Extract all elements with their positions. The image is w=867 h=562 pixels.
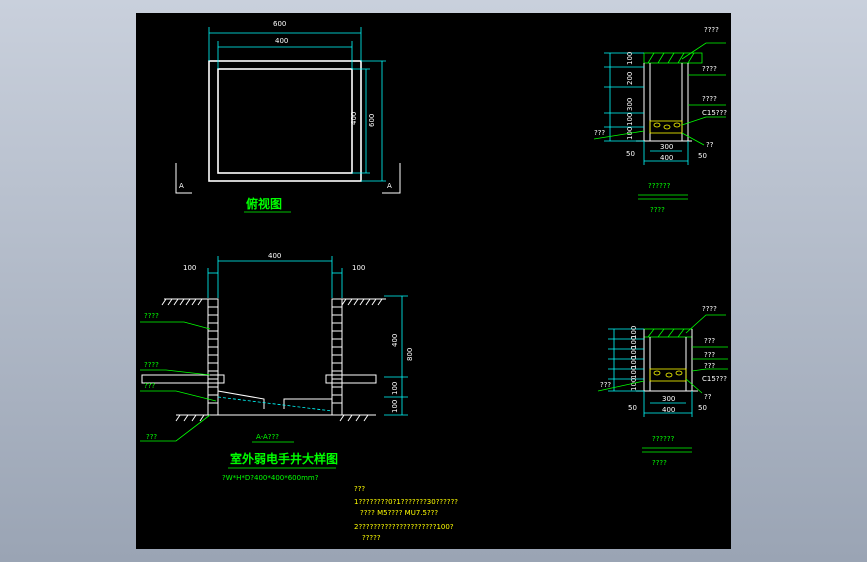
section-marker-right: [382, 163, 401, 194]
detail-bottom-subtitle: ????: [652, 459, 667, 467]
detail-top-label-3: ????: [702, 95, 717, 103]
detail-top-cap: [643, 52, 703, 64]
section-dim-right: 100: [352, 264, 365, 272]
detail-bottom-dim-outer: 400: [662, 406, 675, 414]
detail-bottom-dim-1: 100: [630, 326, 638, 339]
detail-top-dim-left: 50: [626, 150, 635, 158]
plan-dim-inner: 400: [275, 37, 288, 45]
detail-bottom-left-label: ???: [600, 381, 611, 389]
detail-bottom-title: ??????: [652, 435, 675, 443]
detail-top: 100 200 300 100 100 ???? ???? ???? C15??…: [593, 26, 727, 214]
plan-inner-wall: [217, 68, 353, 174]
detail-top-dim-4: 100: [626, 113, 634, 126]
notes-line-4: ?????: [362, 534, 381, 542]
section-dim-total: 800: [406, 348, 414, 361]
plan-view: 600 400 400 600 A A 俯视图: [175, 20, 401, 213]
detail-top-dim-2: 200: [626, 72, 634, 85]
section-dim-left: 100: [183, 264, 196, 272]
section-dim-lower-b: 100: [391, 400, 399, 413]
plan-dim-side-inner: 400: [350, 112, 358, 125]
detail-top-gravel: [649, 120, 683, 134]
detail-bottom-dim-5: 100: [630, 366, 638, 379]
cad-drawing: 600 400 400 600 A A 俯视图 400 100 100: [140, 20, 728, 542]
detail-top-label-5: ??: [706, 141, 714, 149]
detail-bottom: 100 100 100 100 100 100 ???? ??? ??? ???…: [597, 305, 728, 467]
section-label-3: ???: [144, 382, 155, 390]
detail-top-subtitle: ????: [650, 206, 665, 214]
section-subtitle: ?W*H*D?400*400*600mm?: [222, 474, 319, 482]
detail-bottom-dim-2: 100: [630, 336, 638, 349]
detail-top-dim-inner: 300: [660, 143, 673, 151]
section-label-1: ????: [144, 312, 159, 320]
detail-top-dim-1: 100: [626, 52, 634, 65]
detail-bottom-dim-left: 50: [628, 404, 637, 412]
section-label-4: ???: [146, 433, 157, 441]
detail-top-dim-right: 50: [698, 152, 707, 160]
detail-bottom-label-4: ???: [704, 362, 715, 370]
detail-top-label-1: ????: [704, 26, 719, 34]
detail-bottom-dim-right: 50: [698, 404, 707, 412]
detail-bottom-dim-4: 100: [630, 356, 638, 369]
plan-outer-wall: [208, 60, 362, 182]
notes-block: ??? 1????????0?1???????30?????? ???? M5?…: [354, 485, 458, 542]
section-caption: A-A???: [256, 433, 279, 441]
detail-bottom-dim-inner: 300: [662, 395, 675, 403]
detail-bottom-gravel: [649, 368, 687, 382]
section-mark-left: A: [179, 182, 184, 190]
detail-bottom-label-6: ??: [704, 393, 712, 401]
detail-top-title: ??????: [648, 182, 671, 190]
detail-top-dim-outer: 400: [660, 154, 673, 162]
section-ledge-left: [141, 374, 225, 384]
notes-line-1: 1????????0?1???????30??????: [354, 498, 458, 506]
section-view: 400 100 100 400 100 100 800: [140, 252, 414, 482]
notes-line-3: 2?????????????????????100?: [354, 523, 454, 531]
section-dim-top: 400: [268, 252, 281, 260]
section-dim-lower-a: 100: [391, 382, 399, 395]
cad-drawing-canvas[interactable]: 600 400 400 600 A A 俯视图 400 100 100: [136, 13, 731, 549]
notes-heading: ???: [354, 485, 365, 493]
detail-bottom-label-3: ???: [704, 351, 715, 359]
detail-top-label-2: ????: [702, 65, 717, 73]
detail-top-label-4: C15???: [702, 109, 727, 117]
section-wall-right: [331, 298, 343, 416]
section-title: 室外弱电手井大样图: [230, 451, 338, 466]
plan-title: 俯视图: [246, 196, 282, 211]
detail-bottom-dim-6: 100: [630, 378, 638, 391]
section-ledge-right: [325, 374, 377, 384]
detail-bottom-label-2: ???: [704, 337, 715, 345]
detail-bottom-label-1: ????: [702, 305, 717, 313]
detail-top-dim-3: 300: [626, 98, 634, 111]
notes-line-2: ???? M5???? MU7.5???: [360, 509, 438, 517]
section-marker-left: [175, 163, 192, 194]
plan-dim-side-outer: 600: [368, 114, 376, 127]
detail-bottom-dim-3: 100: [630, 346, 638, 359]
section-dim-upper: 400: [391, 334, 399, 347]
section-label-2: ????: [144, 361, 159, 369]
plan-dim-outer: 600: [273, 20, 286, 28]
section-wall-left: [207, 298, 219, 416]
detail-top-left-label: ???: [594, 129, 605, 137]
detail-bottom-label-5: C15???: [702, 375, 727, 383]
section-mark-right: A: [387, 182, 392, 190]
